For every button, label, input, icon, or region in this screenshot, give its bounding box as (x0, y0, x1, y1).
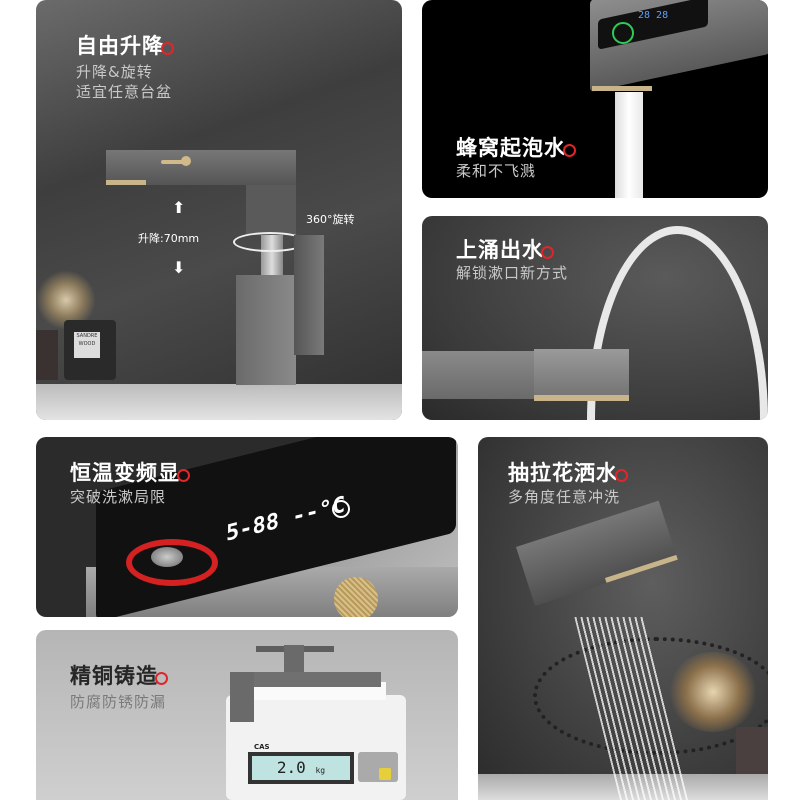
scale-brand: CAS (254, 743, 270, 751)
feature-card-foam: 28 28 蜂窝起泡水 柔和不飞溅 (422, 0, 768, 198)
card-title: 精铜铸造 (70, 660, 168, 690)
sensor-lens (151, 547, 183, 567)
card-subtitle: 解锁漱口新方式 (456, 264, 569, 282)
display-digits: 28 28 (638, 10, 669, 21)
sensor-ring-icon (126, 539, 218, 586)
feature-card-upflow: 上涌出水 解锁漱口新方式 (422, 216, 768, 420)
faucet-spout (106, 150, 296, 185)
red-ring-icon (541, 246, 554, 259)
gold-trim (534, 395, 629, 401)
scale-unit: kg (315, 766, 326, 775)
red-ring-icon (615, 469, 628, 482)
red-ring-icon (563, 144, 576, 157)
vase (36, 330, 58, 380)
card-subtitle: 柔和不飞溅 (456, 162, 537, 180)
lift-range-label: 升降:70mm (138, 232, 200, 245)
faucet-stem (284, 645, 304, 675)
countertop (36, 384, 402, 420)
spout-tip (534, 349, 629, 401)
red-ring-icon (177, 469, 190, 482)
spray-head (516, 500, 678, 606)
card-title: 恒温变频显 (70, 457, 190, 487)
card-subtitle: 突破洗漱局限 (70, 488, 167, 506)
feature-card-pullout: 抽拉花洒水 多角度任意冲洗 (478, 437, 768, 800)
card-title: 自由升降 (76, 30, 174, 60)
faucet-body (236, 275, 296, 385)
faucet-handle (294, 235, 324, 355)
soap-bottle: SANDRE WOOD (64, 320, 116, 380)
red-ring-icon (155, 672, 168, 685)
gold-trim (592, 86, 652, 91)
gold-trim (106, 180, 146, 185)
power-icon (379, 768, 391, 780)
card-title: 上涌出水 (456, 234, 554, 264)
scale-reading: 2.0 (276, 758, 306, 777)
arrow-down-icon: ⬇ (172, 258, 186, 277)
knurled-knob (334, 577, 378, 617)
feature-card-brass: CAS 2.0 kg 精铜铸造 防腐防锈防漏 (36, 630, 458, 800)
flower-decoration (668, 652, 758, 732)
card-title: 蜂窝起泡水 (456, 132, 576, 162)
scale-display: 2.0 kg (248, 752, 354, 784)
faucet-spout (231, 672, 381, 687)
feature-card-thermo: 5-88 --°C 恒温变频显 突破洗漱局限 (36, 437, 458, 617)
card-subtitle: 防腐防锈防漏 (70, 693, 167, 711)
clock-icon (332, 500, 350, 518)
card-subtitle: 升降&旋转 适宜任意台盆 (76, 63, 173, 101)
sensor-ring-icon (612, 22, 634, 44)
spray-lever (161, 160, 186, 164)
card-subtitle: 多角度任意冲洗 (508, 488, 621, 506)
faucet-neck (246, 185, 296, 235)
water-stream (615, 92, 643, 198)
red-ring-icon (161, 42, 174, 55)
faucet-side (230, 672, 254, 722)
card-title: 抽拉花洒水 (508, 457, 628, 487)
bottle-label: SANDRE WOOD (74, 332, 100, 358)
arrow-up-icon: ⬆ (172, 198, 186, 217)
spray-knob (181, 156, 191, 166)
scale-keypad (358, 752, 398, 782)
gold-trim (604, 554, 678, 583)
rotation-label: 360°旋转 (306, 213, 355, 226)
feature-card-lift: SANDRE WOOD ⬆ ⬇ 升降:70mm 360°旋转 自由升降 升降&旋… (36, 0, 402, 420)
